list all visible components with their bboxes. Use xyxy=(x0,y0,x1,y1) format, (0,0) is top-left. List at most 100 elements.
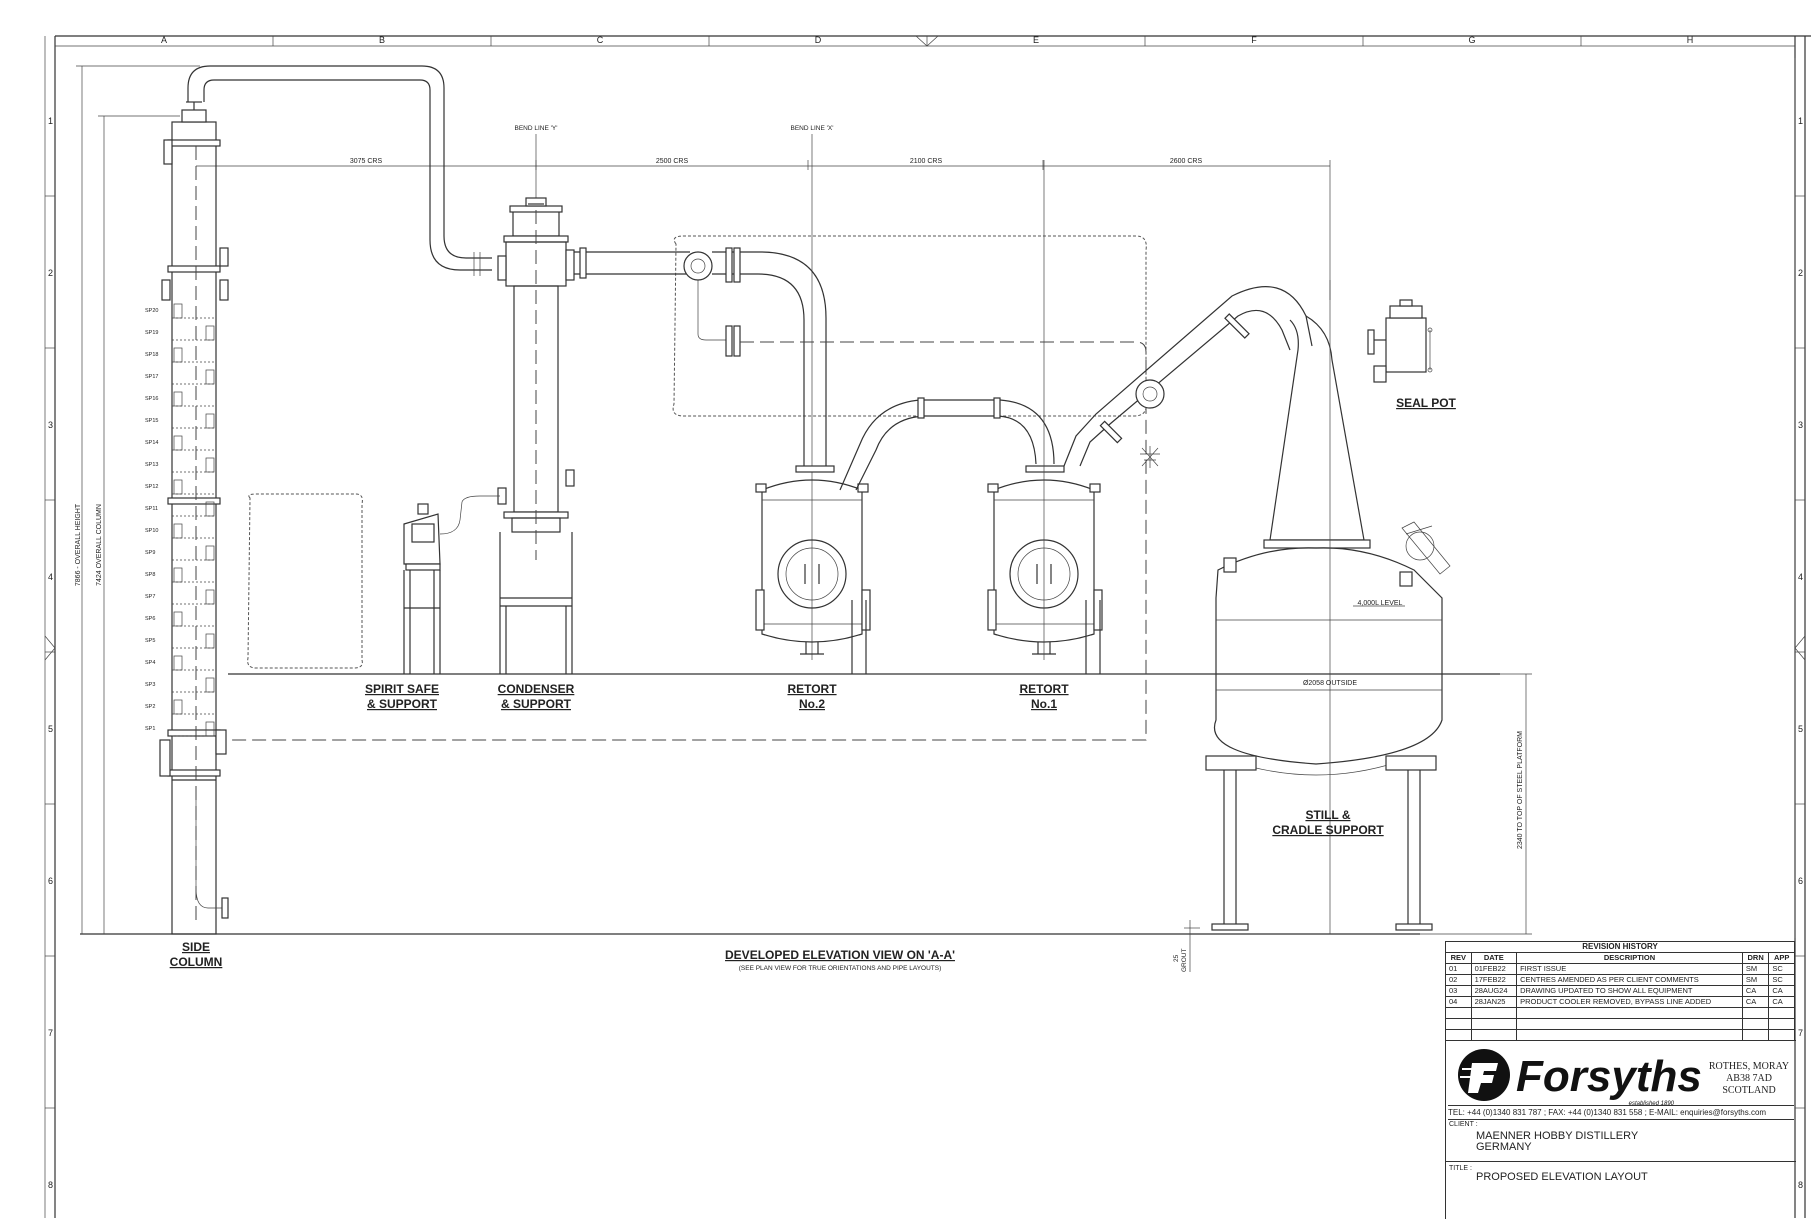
desc-cell: PRODUCT COOLER REMOVED, BYPASS LINE ADDE… xyxy=(1516,996,1743,1008)
label-still-2: CRADLE SUPPORT xyxy=(1272,823,1384,837)
column-trays xyxy=(172,303,216,737)
downcomer xyxy=(173,611,183,627)
zone-row-5-left: 5 xyxy=(48,724,53,734)
downcomer xyxy=(205,325,215,341)
rev-cell: 01 xyxy=(1445,963,1472,975)
date-cell: 01FEB22 xyxy=(1470,963,1518,975)
date-cell: 28AUG24 xyxy=(1470,985,1518,997)
plate-label: SP18 xyxy=(145,352,158,358)
title-block: Forsyths established 1890 ROTHES, MORAY … xyxy=(1445,1040,1796,1219)
crs-3075: 3075 CRS xyxy=(350,158,383,165)
label-side-column-2: COLUMN xyxy=(170,955,223,969)
condenser xyxy=(497,197,575,674)
row-zone-labels: 1 2 3 4 5 6 7 8 1 2 3 4 5 6 7 8 xyxy=(48,116,1803,1190)
downcomer xyxy=(173,479,183,495)
date-cell: 17FEB22 xyxy=(1470,974,1518,986)
platform-height-text: 2340 TO TOP OF STEEL PLATFORM xyxy=(1517,731,1524,849)
plate-labels: SP20SP19SP18SP17SP16SP15SP14SP13SP12SP11… xyxy=(145,308,158,732)
company-name: Forsyths xyxy=(1516,1052,1702,1101)
rev-cell: 03 xyxy=(1445,985,1472,997)
seal-pot xyxy=(1367,299,1433,383)
downcomer xyxy=(205,413,215,429)
label-spirit-safe-1: SPIRIT SAFE xyxy=(365,682,439,696)
zone-col-g: G xyxy=(1468,35,1475,45)
downcomer xyxy=(173,435,183,451)
client-heading: CLIENT : xyxy=(1449,1121,1478,1128)
view-note: (SEE PLAN VIEW FOR TRUE ORIENTATIONS AND… xyxy=(739,965,942,972)
side-column xyxy=(159,101,229,935)
label-retort2-2: No.2 xyxy=(799,697,825,711)
zone-row-7-right: 7 xyxy=(1798,1028,1803,1038)
plate-label: SP19 xyxy=(145,330,158,336)
label-retort2-1: RETORT xyxy=(787,682,837,696)
app-cell: SC xyxy=(1768,974,1795,986)
zone-col-f: F xyxy=(1251,35,1257,45)
zone-col-c: C xyxy=(597,35,604,45)
plate-label: SP8 xyxy=(145,572,155,578)
title-divider xyxy=(1446,1161,1796,1162)
label-retort1-1: RETORT xyxy=(1019,682,1069,696)
label-retort1-2: No.1 xyxy=(1031,697,1057,711)
plate-label: SP3 xyxy=(145,682,155,688)
column-zone-labels: A B C D E F G H xyxy=(161,35,1693,45)
plate-label: SP16 xyxy=(145,396,158,402)
drawing-border xyxy=(44,35,1811,1218)
zone-row-2-right: 2 xyxy=(1798,268,1803,278)
app-cell: CA xyxy=(1768,985,1795,997)
column-zone-ticks xyxy=(272,36,1582,46)
zone-row-6-left: 6 xyxy=(48,876,53,886)
forsyths-logo: Forsyths established 1890 xyxy=(1458,1049,1702,1107)
retort-1 xyxy=(987,160,1103,674)
plate-label: SP12 xyxy=(145,484,158,490)
plate-label: SP5 xyxy=(145,638,155,644)
plate-label: SP14 xyxy=(145,440,158,446)
desc-cell: DRAWING UPDATED TO SHOW ALL EQUIPMENT xyxy=(1516,985,1743,997)
date-cell: 28JAN25 xyxy=(1470,996,1518,1008)
zone-row-4-left: 4 xyxy=(48,572,53,582)
platform-dimension: 2340 TO TOP OF STEEL PLATFORM xyxy=(1420,673,1532,935)
plate-label: SP7 xyxy=(145,594,155,600)
rev-cell: 02 xyxy=(1445,974,1472,986)
downcomer xyxy=(205,457,215,473)
retort-connecting-pipe xyxy=(839,397,1065,491)
zone-col-a: A xyxy=(161,35,167,45)
drawing-title: PROPOSED ELEVATION LAYOUT xyxy=(1476,1171,1648,1183)
plate-label: SP17 xyxy=(145,374,158,380)
overall-height-dimension: 7866 - OVERALL HEIGHT 7424 OVERALL COLUM… xyxy=(75,65,200,934)
downcomer xyxy=(205,633,215,649)
zone-col-d: D xyxy=(815,35,822,45)
plate-label: SP1 xyxy=(145,726,155,732)
zone-row-6-right: 6 xyxy=(1798,876,1803,886)
downcomer xyxy=(205,589,215,605)
rev-cell: 04 xyxy=(1445,996,1472,1008)
desc-col-header: DESCRIPTION xyxy=(1516,952,1743,964)
plate-label: SP15 xyxy=(145,418,158,424)
table-row xyxy=(1445,1018,1795,1030)
client-value: MAENNER HOBBY DISTILLERY GERMANY xyxy=(1476,1131,1638,1153)
company-address: ROTHES, MORAY AB38 7AD SCOTLAND xyxy=(1704,1061,1794,1097)
zone-col-e: E xyxy=(1033,35,1039,45)
table-row xyxy=(1445,1007,1795,1019)
downcomer xyxy=(173,567,183,583)
centre-marker-right xyxy=(1794,635,1806,661)
address-line: SCOTLAND xyxy=(1722,1085,1776,1096)
level-4000l: 4,000L LEVEL xyxy=(1358,600,1403,607)
revision-table: REVISION HISTORY REV DATE DESCRIPTION DR… xyxy=(1445,941,1795,1041)
table-row xyxy=(1445,1029,1795,1041)
overall-column-text: 7424 OVERALL COLUMN xyxy=(96,504,103,586)
diameter-outside: Ø2058 OUTSIDE xyxy=(1303,680,1357,687)
downcomer xyxy=(173,699,183,715)
address-line: AB38 7AD xyxy=(1726,1073,1772,1084)
zone-col-h: H xyxy=(1687,35,1694,45)
downcomer xyxy=(173,523,183,539)
table-row: 01 01FEB22 FIRST ISSUE SM SC xyxy=(1445,963,1795,975)
reserved-area-cloud xyxy=(247,493,363,669)
zone-row-8-left: 8 xyxy=(48,1180,53,1190)
equipment-labels: SIDE COLUMN SPIRIT SAFE & SUPPORT CONDEN… xyxy=(170,396,1457,969)
retort-2 xyxy=(755,465,871,674)
title-heading: TITLE : xyxy=(1449,1165,1472,1172)
zone-row-3-left: 3 xyxy=(48,420,53,430)
grout-dimension: 25 GROUT xyxy=(1173,920,1200,972)
centre-marker-top xyxy=(915,35,939,47)
